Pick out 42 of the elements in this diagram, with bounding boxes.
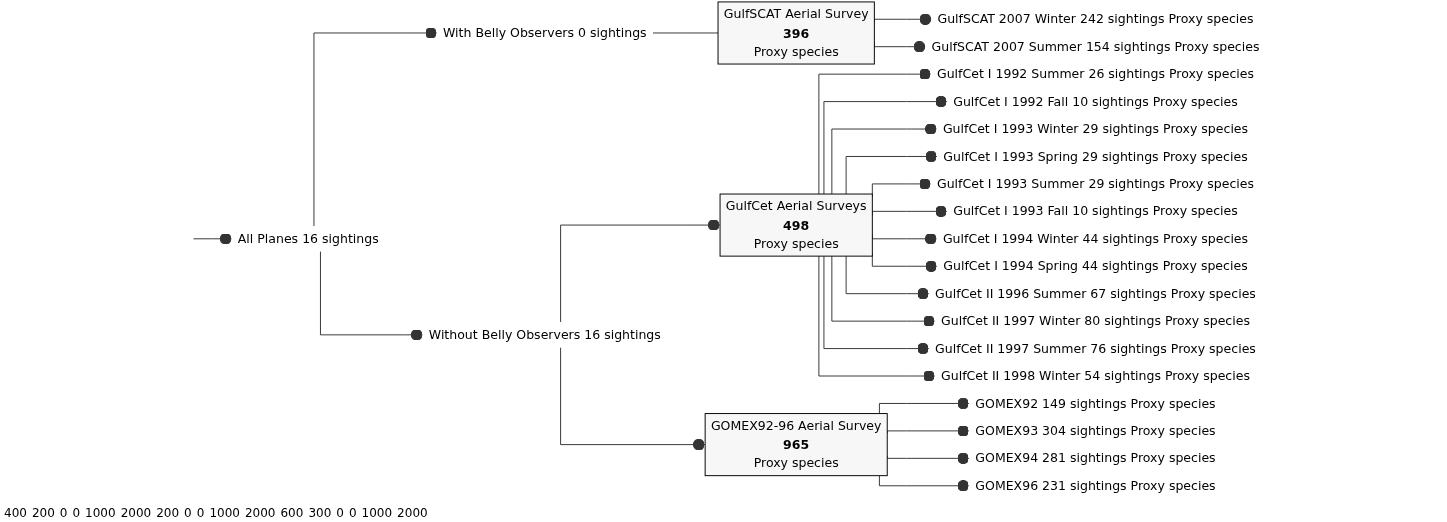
node-text: GOMEX92 149 sightings Proxy species <box>975 395 1216 411</box>
node-text: GulfCet II 1998 Winter 54 sightings Proxy species <box>940 368 1250 383</box>
axis-tick-label: 0 <box>196 506 205 520</box>
node-text: GulfCet II 1997 Winter 80 sightings Proxy species <box>940 313 1250 329</box>
axis-tick-label: 0 <box>348 506 357 520</box>
axis-tick-label: 0 <box>59 506 68 520</box>
node-text: GOMEX96 231 sightings Proxy species <box>975 478 1216 493</box>
node-text: GulfCet I 1993 Fall 10 sightings Proxy species <box>953 203 1238 219</box>
node-text: Without Belly Observers 16 sightings <box>428 327 661 342</box>
node-text: GulfCet II 1997 Summer 76 sightings Proxy species <box>935 341 1256 356</box>
node-text: GulfCet I 1993 Spring 29 sightings Proxy species <box>943 149 1248 164</box>
node-text: GulfCet I 1993 Summer 29 sightings Proxy species <box>936 176 1254 191</box>
node-box: GOMEX92-96 Aerial Survey 965 Proxy species <box>704 413 888 477</box>
node-text: GOMEX93 304 sightings Proxy species <box>975 423 1216 438</box>
axis-tick-label: 1000 <box>361 506 393 520</box>
axis-tick-label: 200 <box>156 506 180 520</box>
axis-tick-label: 0 <box>184 506 192 520</box>
axis-tick-label: 1000 <box>85 506 116 520</box>
node-text: GulfCet I 1994 Spring 44 sightings Proxy species <box>943 258 1248 274</box>
axis-tick-label: 600 <box>280 506 304 520</box>
node-text: GulfCet I 1994 Winter 44 sightings Proxy species <box>942 231 1249 246</box>
node-text: GulfCet I 1992 Fall 10 sightings Proxy species <box>953 94 1238 109</box>
axis-tick-label: 0 <box>72 506 81 520</box>
node-box: GulfSCAT Aerial Survey 396 Proxy species <box>717 1 875 65</box>
node-text: GulfSCAT 2007 Summer 154 sightings Proxy species <box>931 39 1260 54</box>
node-text: GulfCet II 1996 Summer 67 sightings Proxy species <box>935 286 1256 301</box>
axis-tick-label: 300 <box>308 506 332 520</box>
node-text: GulfSCAT 2007 Winter 242 sightings Proxy species <box>937 11 1254 27</box>
axis-tick-label: 0 <box>336 506 344 520</box>
axis-tick-label: 400 <box>4 506 27 520</box>
connector <box>651 32 719 34</box>
node-box: GulfCet Aerial Surveys 498 Proxy species <box>719 193 873 257</box>
node-text: GulfCet I 1993 Winter 29 sightings Proxy species <box>942 121 1249 137</box>
axis-tick-label: 1000 <box>209 506 240 520</box>
axis-tick-label: 2000 <box>244 506 276 520</box>
node-text: GulfCet I 1992 Summer 26 sightings Proxy species <box>936 66 1254 82</box>
axis-tick-label: 2000 <box>120 506 152 520</box>
axis-tick-label: 200 <box>31 506 55 520</box>
node-text: With Belly Observers 0 sightings <box>442 25 647 40</box>
node-text: GOMEX94 281 sightings Proxy species <box>975 450 1216 466</box>
axis-tick-label: 2000 <box>397 506 428 520</box>
node-text: All Planes 16 sightings <box>237 231 379 246</box>
